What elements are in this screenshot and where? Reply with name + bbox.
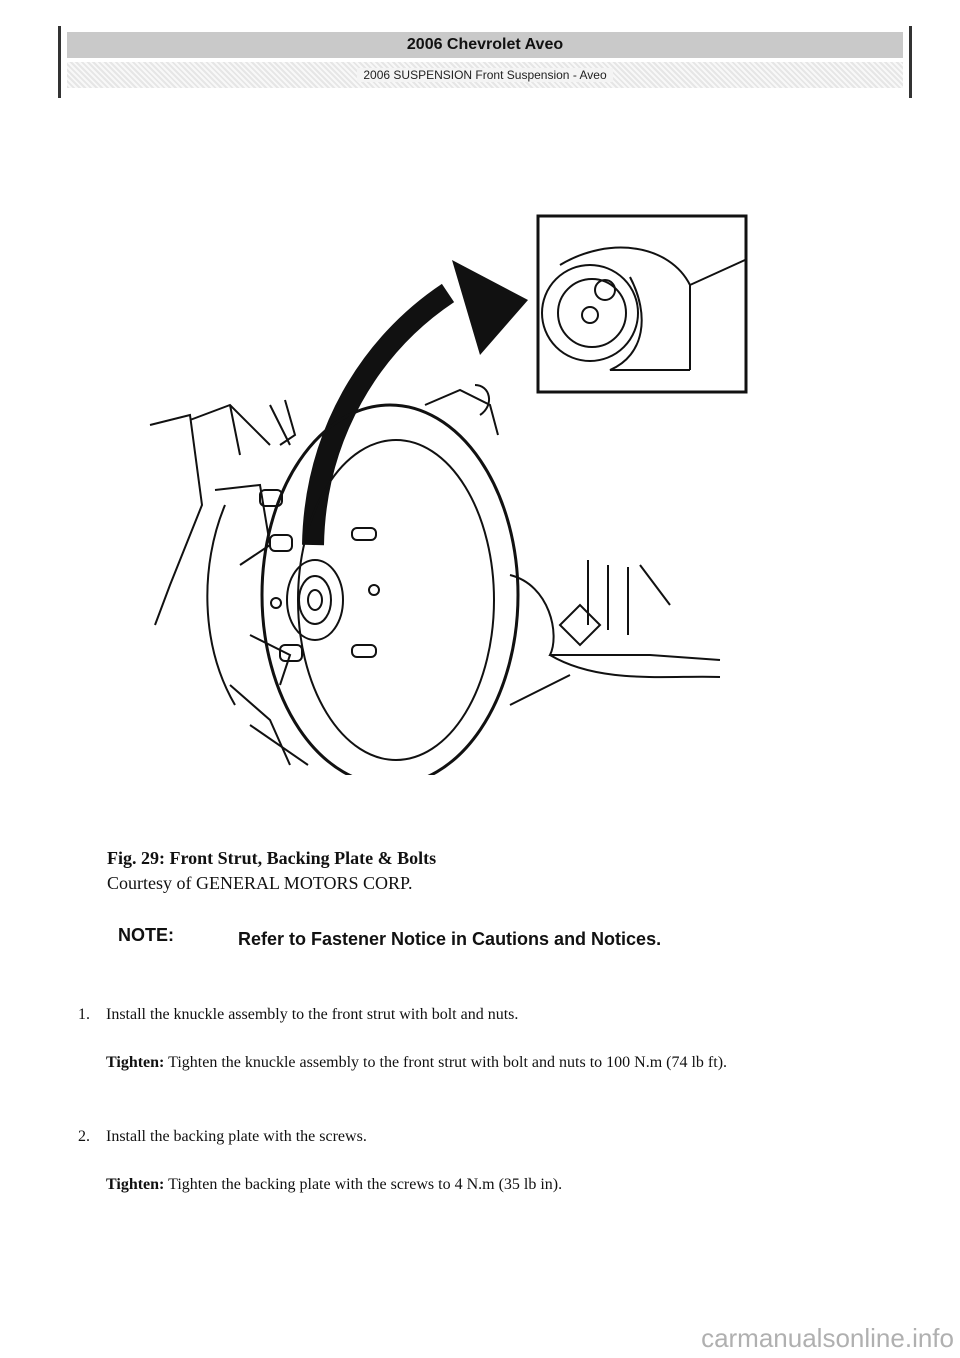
step-number: 2. (78, 1128, 90, 1145)
tighten-label: Tighten: (106, 1176, 165, 1193)
figure-caption-title: Fig. 29: Front Strut, Backing Plate & Bo… (107, 848, 437, 868)
tighten-text: Tighten the knuckle assembly to the fron… (168, 1054, 728, 1071)
watermark: carmanualsonline.info (701, 1323, 954, 1353)
header-title: 2006 Chevrolet Aveo (67, 32, 903, 58)
note-label: NOTE: (118, 925, 174, 945)
header-subtitle: 2006 SUSPENSION Front Suspension - Aveo (67, 62, 903, 88)
step-text: Install the knuckle assembly to the fron… (106, 1006, 519, 1023)
tighten-spec-1: Tighten: Tighten the knuckle assembly to… (106, 1050, 896, 1076)
figure-caption-credit: Courtesy of GENERAL MOTORS CORP. (107, 873, 413, 893)
tighten-label: Tighten: (106, 1054, 165, 1071)
tighten-spec-2: Tighten: Tighten the backing plate with … (106, 1172, 896, 1198)
figure-caption: Fig. 29: Front Strut, Backing Plate & Bo… (107, 846, 436, 896)
step-text: Install the backing plate with the screw… (106, 1128, 367, 1145)
tighten-text: Tighten the backing plate with the screw… (168, 1176, 563, 1193)
step-number: 1. (78, 1006, 90, 1023)
strut-backing-plate-illustration (149, 214, 748, 775)
document-header: 2006 Chevrolet Aveo 2006 SUSPENSION Fron… (58, 26, 912, 98)
note-text: Refer to Fastener Notice in Cautions and… (238, 929, 662, 949)
